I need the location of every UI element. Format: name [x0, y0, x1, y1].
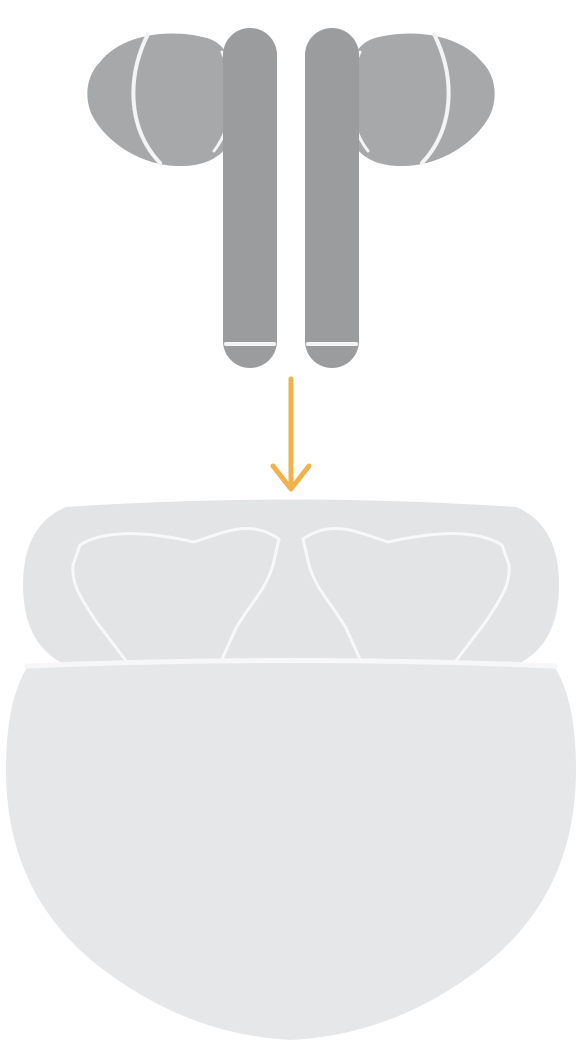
charging-case-icon — [6, 500, 576, 1041]
right-earbud-icon — [305, 28, 495, 368]
left-earbud-icon — [87, 28, 277, 368]
down-arrow-icon — [273, 379, 309, 489]
